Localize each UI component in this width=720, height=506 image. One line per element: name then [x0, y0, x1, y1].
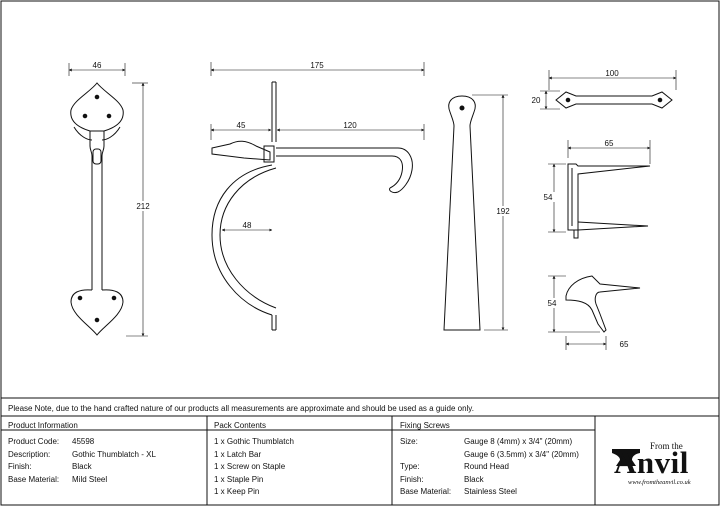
dimension-keep-height: 54 [542, 163, 566, 233]
base-material-value: Stainless Steel [464, 487, 517, 497]
size-label: Size: [400, 437, 418, 446]
dim-label: 54 [548, 299, 557, 308]
dimension-latch-curve: 48 [221, 221, 273, 232]
dim-label: 65 [605, 139, 614, 148]
dimension-bar-height: 192 [472, 94, 514, 331]
dim-label: 65 [620, 340, 629, 349]
dim-label: 100 [605, 69, 619, 78]
dimension-latch-thumb: 45 [210, 121, 272, 140]
dimension-keep-width: 65 [567, 139, 651, 164]
pack-contents-heading: Pack Contents [214, 421, 267, 430]
size-value-alt: Gauge 6 (3.5mm) x 3/4" (20mm) [464, 449, 579, 459]
type-label: Type: [400, 462, 420, 472]
dim-label: 48 [243, 221, 252, 230]
logo-url: www.fromtheanvil.co.uk [628, 479, 691, 486]
dim-label: 45 [237, 121, 246, 130]
dimension-latch-bar: 120 [276, 121, 425, 140]
latch-drawing [211, 81, 413, 331]
finish-label: Finish: [8, 462, 32, 472]
description-value: Gothic Thumblatch - XL [72, 449, 156, 459]
anvil-logo-icon [612, 449, 640, 466]
handle-drawing [70, 82, 124, 336]
dimension-handle-height: 212 [126, 82, 152, 337]
list-item: 1 x Screw on Staple [214, 462, 286, 472]
logo-brand: Anvil [614, 445, 689, 480]
dimension-staple-length: 100 [548, 69, 677, 90]
dim-label: 120 [343, 121, 357, 130]
disclaimer-note: Please Note, due to the hand crafted nat… [8, 404, 474, 413]
size-label-blank [400, 449, 451, 462]
dim-label: 192 [496, 207, 510, 216]
keep-drawing [567, 163, 651, 239]
product-info-labels: Product Code: Description: Finish: Base … [8, 436, 59, 486]
dimension-pin-width: 65 [565, 336, 629, 350]
list-item: 1 x Staple Pin [214, 474, 264, 484]
product-info-heading: Product Information [8, 421, 78, 430]
fixing-screws-labels: Size: Type: Finish: Base Material: [400, 436, 451, 499]
size-value: Gauge 8 (4mm) x 3/4" (20mm) [464, 437, 573, 446]
fixing-screws-values: Gauge 8 (4mm) x 3/4" (20mm) Gauge 6 (3.5… [464, 436, 579, 499]
dimension-latch-total: 175 [210, 61, 425, 76]
logo-from-the: From the [650, 441, 683, 451]
product-info-values: 45598 Gothic Thumblatch - XL Black Mild … [72, 436, 156, 486]
finish-value: Black [72, 462, 92, 472]
dim-label: 175 [310, 61, 324, 70]
dimension-handle-width: 46 [68, 61, 126, 76]
type-value: Round Head [464, 462, 509, 472]
description-label: Description: [8, 449, 51, 459]
keep-pin-drawing [565, 275, 641, 333]
base-material-label: Base Material: [400, 487, 452, 497]
dim-label: 20 [532, 96, 541, 105]
finish-label: Finish: [400, 474, 424, 484]
base-material-label: Base Material: [8, 474, 60, 484]
dim-label: 54 [544, 193, 553, 202]
latch-bar-drawing [443, 95, 481, 331]
pack-contents-list: 1 x Gothic Thumblatch 1 x Latch Bar 1 x … [214, 436, 294, 499]
list-item: 1 x Keep Pin [214, 487, 260, 497]
finish-value: Black [464, 474, 484, 484]
dim-label: 46 [93, 61, 102, 70]
dimension-staple-height: 20 [532, 90, 560, 110]
list-item: 1 x Gothic Thumblatch [214, 437, 294, 446]
base-material-value: Mild Steel [72, 474, 108, 484]
product-code-label: Product Code: [8, 437, 60, 446]
list-item: 1 x Latch Bar [214, 449, 262, 459]
dim-label: 212 [136, 202, 150, 211]
fixing-screws-heading: Fixing Screws [400, 421, 450, 430]
product-code-value: 45598 [72, 437, 95, 446]
dimension-pin-height: 54 [542, 275, 600, 333]
staple-plate-drawing [555, 91, 673, 109]
